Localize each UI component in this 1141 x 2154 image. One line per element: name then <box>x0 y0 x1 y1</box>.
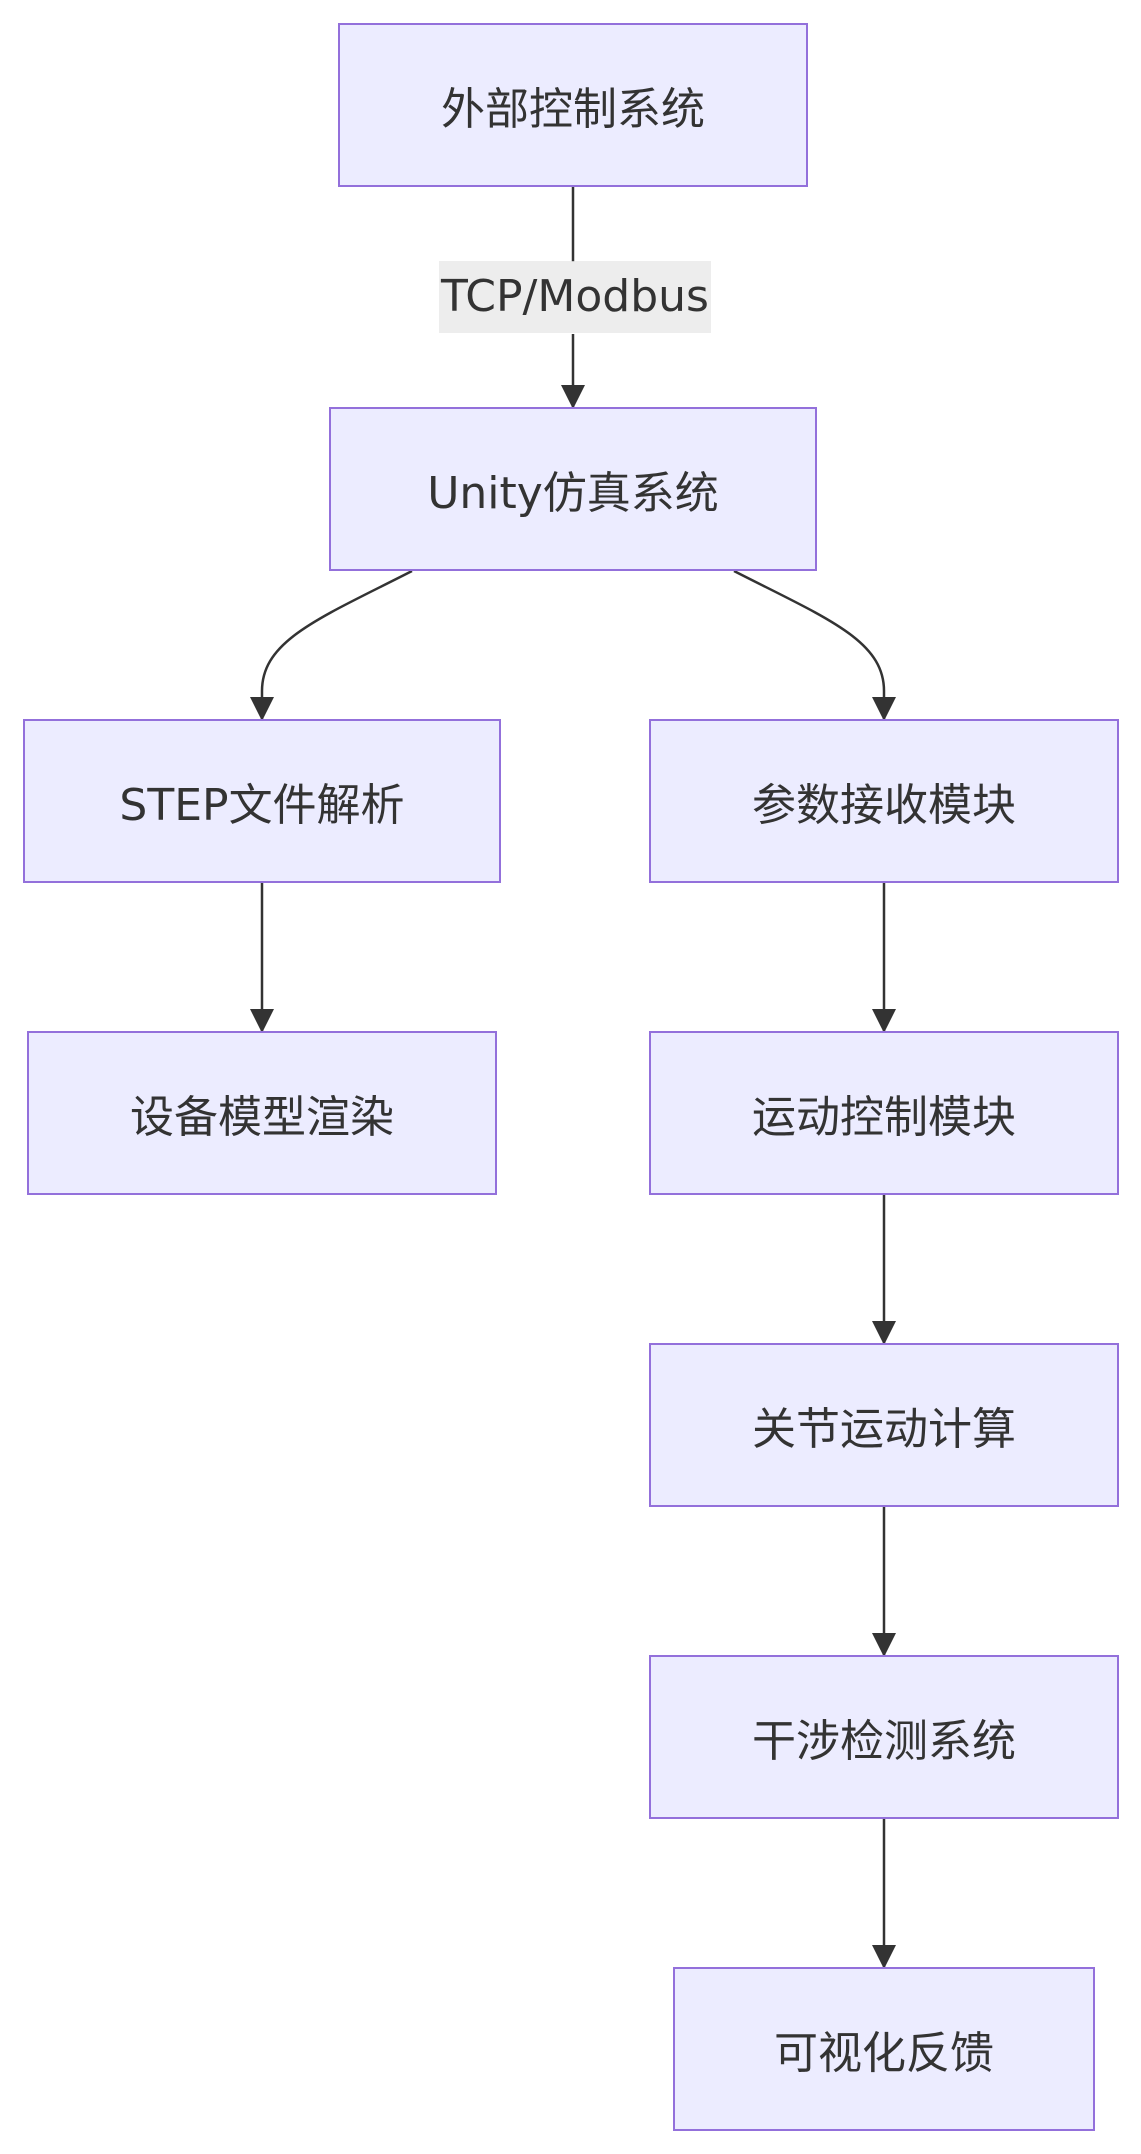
node-interference-detection-system: 干涉检测系统 <box>649 1655 1119 1819</box>
arrowhead-interference <box>872 1633 896 1657</box>
node-label: 可视化反馈 <box>774 2028 994 2079</box>
edge-unity-to-param <box>733 569 886 719</box>
node-motion-control-module: 运动控制模块 <box>649 1031 1119 1195</box>
arrowhead-joint <box>872 1321 896 1345</box>
node-parameter-receive-module: 参数接收模块 <box>649 719 1119 883</box>
arrowhead-step <box>250 697 274 721</box>
node-label: 运动控制模块 <box>752 1092 1016 1143</box>
arrowhead-feedback <box>872 1945 896 1969</box>
arrowhead-motion <box>872 1009 896 1033</box>
node-label: 关节运动计算 <box>752 1404 1016 1455</box>
node-label: Unity仿真系统 <box>427 468 719 519</box>
node-label: 外部控制系统 <box>441 84 705 135</box>
node-device-model-rendering: 设备模型渲染 <box>27 1031 497 1195</box>
node-external-control-system: 外部控制系统 <box>338 23 808 187</box>
arrowhead-render <box>250 1009 274 1033</box>
node-joint-motion-calculation: 关节运动计算 <box>649 1343 1119 1507</box>
node-step-file-parsing: STEP文件解析 <box>23 719 501 883</box>
node-label: 参数接收模块 <box>752 780 1016 831</box>
edge-label-protocol: TCP/Modbus <box>439 261 711 333</box>
edge-unity-to-step <box>260 569 413 719</box>
node-label: 设备模型渲染 <box>130 1092 394 1143</box>
arrowhead-param <box>872 697 896 721</box>
node-label: STEP文件解析 <box>119 780 405 831</box>
node-label: 干涉检测系统 <box>752 1716 1016 1767</box>
arrowhead-unity <box>561 385 585 409</box>
node-visual-feedback: 可视化反馈 <box>673 1967 1095 2131</box>
node-unity-simulation-system: Unity仿真系统 <box>329 407 817 571</box>
